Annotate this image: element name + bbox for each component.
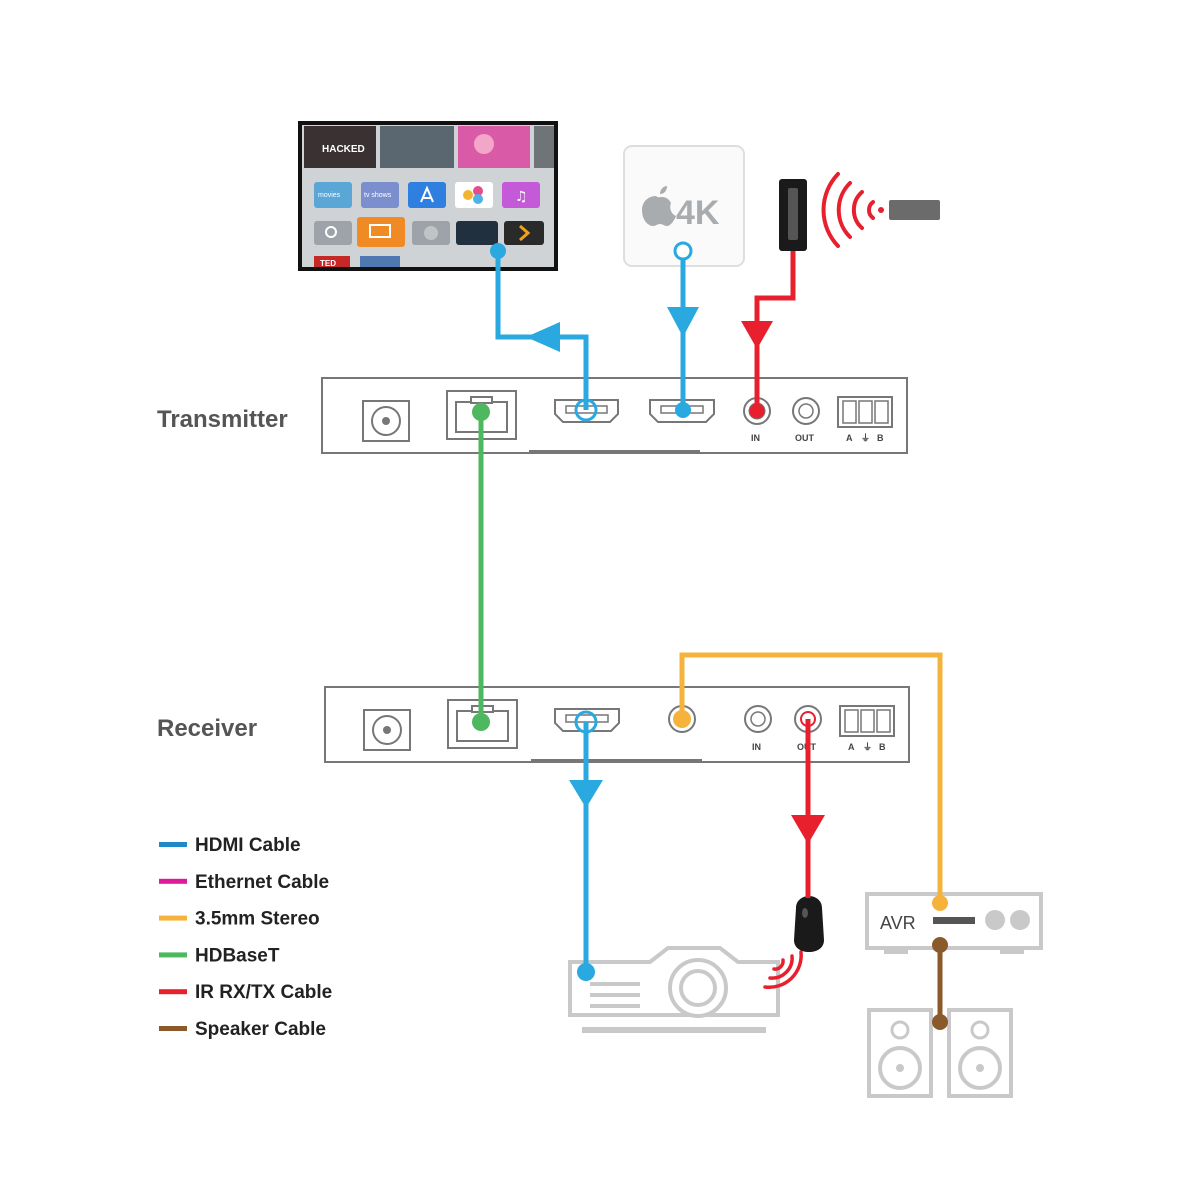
receiver-rs232-ground-label: ⏚ [863,742,872,752]
legend-swatch [159,952,187,958]
legend-label: HDBaseT [195,945,280,966]
left-speaker [867,1008,933,1098]
ir-emitter-signal-icon [763,950,803,990]
right-speaker [947,1008,1013,1098]
ir-emitter-icon [794,896,824,952]
legend-item: HDBaseT [159,945,280,966]
avr-label: AVR [880,913,916,933]
apple-logo-icon [642,186,676,226]
legend-swatch [159,989,187,995]
tv-tile-hacked-text: HACKED [322,144,365,155]
legend-item: Speaker Cable [159,1019,326,1040]
projector-device [568,946,780,1033]
receiver-power-port [363,709,411,751]
transmitter-rs232-ground-label: ⏚ [861,433,870,443]
ir-receiver-eye [779,179,807,251]
receiver-label: Receiver [157,715,257,742]
legend-item: HDMI Cable [159,835,301,856]
hdmi-cable-to-projector [569,710,603,981]
transmitter-rs232-port [837,396,893,428]
hdmi-cable-to-tv [490,243,598,422]
legend-label: HDMI Cable [195,835,301,856]
legend-label: 3.5mm Stereo [195,909,320,930]
stereo-audio-cable [679,652,948,911]
receiver-ir-in-port [744,705,772,733]
transmitter-ir-out-label: OUT [795,433,815,443]
receiver-unit: IN OUT A ⏚ B [324,686,910,763]
ir-cable-transmitter [741,251,796,411]
hdbaset-cable [472,403,490,731]
svg-text:♫: ♫ [515,189,528,205]
ir-signal-icon [821,172,875,248]
receiver-rs232-b-label: B [879,742,886,752]
transmitter-ir-out-port [792,397,820,425]
receiver-rs232-a-label: A [848,742,855,752]
receiver-ir-in-label: IN [752,742,761,752]
legend-label: IR RX/TX Cable [195,982,332,1003]
tv-tile-ted-text: TED [320,259,336,268]
receiver-rs232-port [839,705,895,737]
remote-control-icon [878,200,940,220]
ir-cable-receiver [791,719,825,898]
legend-swatch [159,842,187,847]
speaker-cable [932,937,948,1030]
tv-tile-movies-text: movies [318,192,341,199]
tv-display: HACKED movies tv shows ♫ TED [298,121,558,271]
legend-item: IR RX/TX Cable [159,982,332,1003]
legend-swatch [159,878,187,884]
apple-tv-4k-device: 4K [623,145,745,267]
legend-item: Ethernet Cable [159,872,329,893]
transmitter-rs232-b-label: B [877,433,884,443]
legend-item: 3.5mm Stereo [159,909,320,930]
transmitter-power-port [362,400,410,442]
tv-tile-tvshows-text: tv shows [364,192,392,199]
avr-device: AVR [865,892,1043,954]
legend-swatch [159,1026,187,1031]
legend-label: Ethernet Cable [195,872,329,893]
transmitter-ir-in-label: IN [751,433,760,443]
transmitter-label: Transmitter [157,406,288,433]
transmitter-unit: IN OUT A ⏚ B [321,377,908,454]
apple-tv-4k-label: 4K [676,194,720,232]
legend-swatch [159,915,187,921]
legend-label: Speaker Cable [195,1019,326,1040]
transmitter-rs232-a-label: A [846,433,853,443]
hdmi-cable-from-appletv [667,241,699,418]
